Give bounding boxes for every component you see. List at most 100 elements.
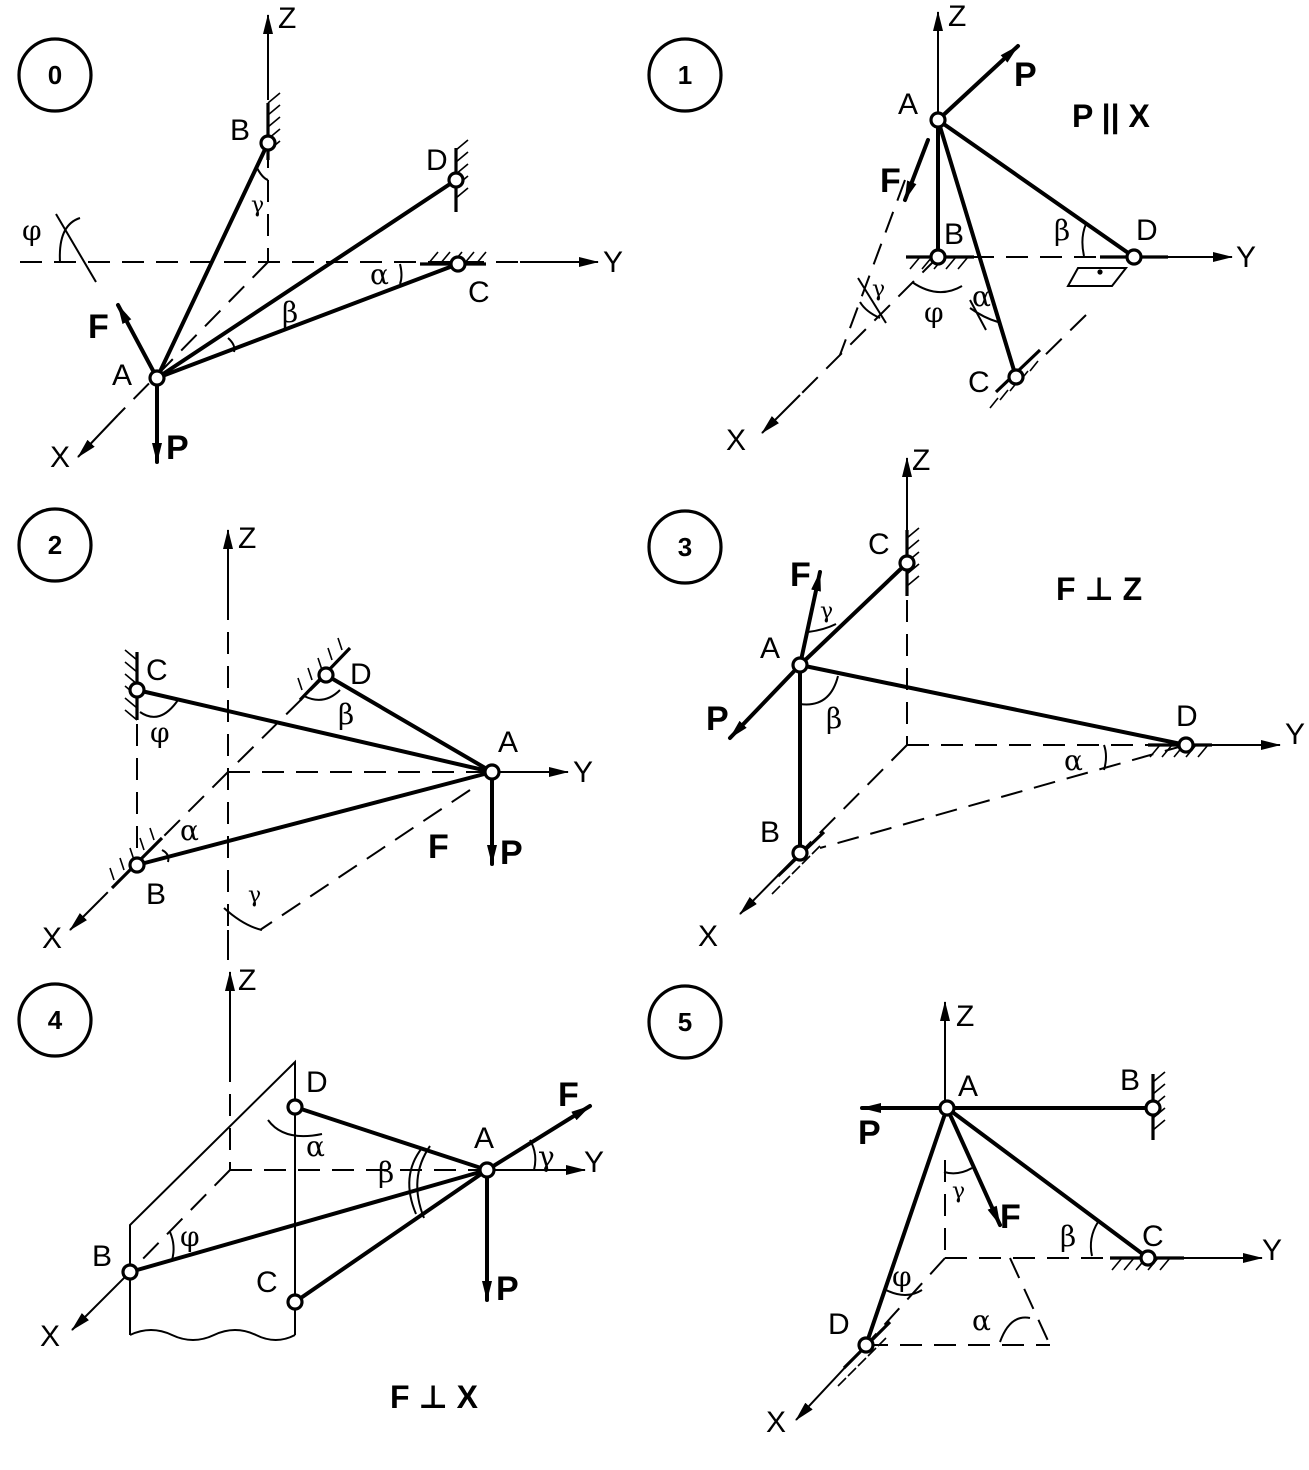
point-label-b: B — [146, 878, 166, 911]
point-label-d: D — [1176, 700, 1198, 733]
point-label-b: B — [92, 1240, 112, 1273]
z-axis-label: Z — [912, 444, 930, 477]
point-label-a: A — [958, 1070, 978, 1103]
joint-a — [483, 763, 501, 781]
angle-label-gamma: γ — [538, 1140, 555, 1173]
point-label-b: B — [944, 218, 964, 251]
force-label-f: F — [1000, 1198, 1021, 1236]
floor-d-hatch — [1149, 744, 1209, 758]
joint-c — [898, 554, 916, 572]
point-label-b: B — [760, 816, 780, 849]
rod-ad — [324, 673, 494, 774]
angle-gamma-arc — [255, 165, 269, 181]
angle-beta-arc-2 — [416, 1145, 431, 1219]
bd-projection-dashed — [819, 744, 1187, 849]
z-axis-label: Z — [956, 1000, 974, 1033]
angle-alpha-arc — [969, 307, 999, 323]
variant-number: 3 — [678, 532, 692, 562]
force-p-arrow — [936, 44, 1020, 122]
y-axis-label: Y — [584, 1146, 604, 1179]
variant-number: 5 — [678, 1007, 692, 1037]
force-label-f: F — [88, 308, 109, 346]
panel-variant-4: 4 Z Y X A B C D — [17, 964, 604, 1415]
point-label-c: C — [256, 1266, 278, 1299]
variant-badge — [647, 509, 723, 585]
force-label-p: P — [166, 429, 189, 467]
angle-phi-arc — [911, 281, 963, 293]
y-axis-label: Y — [1236, 241, 1256, 274]
point-label-d: D — [828, 1308, 850, 1341]
angle-beta-arc — [1081, 223, 1087, 257]
point-label-d: D — [306, 1066, 328, 1099]
f-projection-dashed — [1009, 1257, 1051, 1346]
point-label-a: A — [898, 88, 918, 121]
angle-gamma-arc — [859, 301, 881, 319]
angle-label-beta: β — [826, 702, 842, 735]
point-label-a: A — [760, 632, 780, 665]
angle-label-alpha: α — [972, 280, 991, 313]
variant-badge — [647, 984, 723, 1060]
angle-alpha-tick — [969, 299, 987, 331]
angle-alpha-arc — [1103, 744, 1107, 771]
angle-label-alpha: α — [972, 1304, 991, 1337]
joint-a — [478, 1161, 496, 1179]
point-label-c: C — [868, 528, 890, 561]
joint-a — [938, 1099, 956, 1117]
angle-gamma-arc — [807, 623, 837, 633]
joint-d — [286, 1098, 304, 1116]
point-label-c: C — [146, 654, 168, 687]
joint-b — [121, 1263, 139, 1281]
force-p-arrow — [728, 663, 802, 740]
angle-alpha-arc — [399, 263, 403, 285]
rod-ac — [293, 1168, 489, 1304]
x-axis-dashed — [129, 1169, 231, 1273]
angle-beta-arc — [1089, 1221, 1099, 1257]
force-label-p: P — [1014, 56, 1037, 94]
angle-label-beta: β — [378, 1156, 394, 1189]
angle-gamma-tick — [857, 277, 887, 324]
force-label-p: P — [858, 1114, 881, 1152]
angle-label-beta: β — [282, 296, 298, 329]
angle-label-phi: φ — [180, 1220, 200, 1253]
joint-c — [1139, 1249, 1157, 1267]
angle-phi-arc — [58, 217, 81, 263]
wall-b-hatch — [1152, 1071, 1166, 1131]
variant-badge — [17, 507, 93, 583]
angle-label-phi: φ — [22, 214, 42, 247]
variant-number: 2 — [48, 530, 62, 560]
plane-d-dot — [1097, 269, 1103, 275]
z-axis-label: Z — [278, 2, 296, 35]
force-label-f: F — [880, 162, 901, 200]
joint-d — [447, 171, 465, 189]
wall-b-hatch — [771, 845, 821, 895]
force-label-f: F — [790, 556, 811, 594]
joint-a — [791, 656, 809, 674]
point-label-a: A — [498, 726, 518, 759]
wall-d-hatch — [297, 637, 343, 691]
z-axis-label: Z — [238, 522, 256, 555]
angle-gamma-arc — [223, 907, 263, 931]
x-axis-label: X — [50, 441, 70, 474]
joint-b — [259, 134, 277, 152]
x-axis-dashed — [799, 744, 908, 854]
joint-a — [148, 369, 166, 387]
x-axis-dashed — [117, 261, 269, 416]
angle-label-alpha: α — [1064, 744, 1083, 777]
panel-variant-2: 2 Z Y X — [17, 507, 593, 960]
point-label-c: C — [468, 276, 490, 309]
point-label-c: C — [1142, 1220, 1164, 1253]
angle-label-alpha: α — [370, 258, 389, 291]
rod-ad — [936, 118, 1136, 259]
angle-beta-arc — [303, 689, 341, 701]
force-label-p: P — [500, 834, 523, 872]
x-axis-arrow — [77, 414, 119, 458]
joint-d — [1125, 248, 1143, 266]
wall-b-hatch — [267, 92, 281, 152]
panel-variant-0: 0 Z Y X A — [17, 2, 623, 474]
note-f-perp-z: F ⊥ Z — [1056, 571, 1142, 607]
rod-ac — [936, 118, 1018, 379]
variant-number: 1 — [678, 60, 692, 90]
wall-d-hatch — [837, 1337, 887, 1387]
angle-alpha-arc — [161, 849, 170, 863]
y-axis-label: Y — [1285, 718, 1305, 751]
